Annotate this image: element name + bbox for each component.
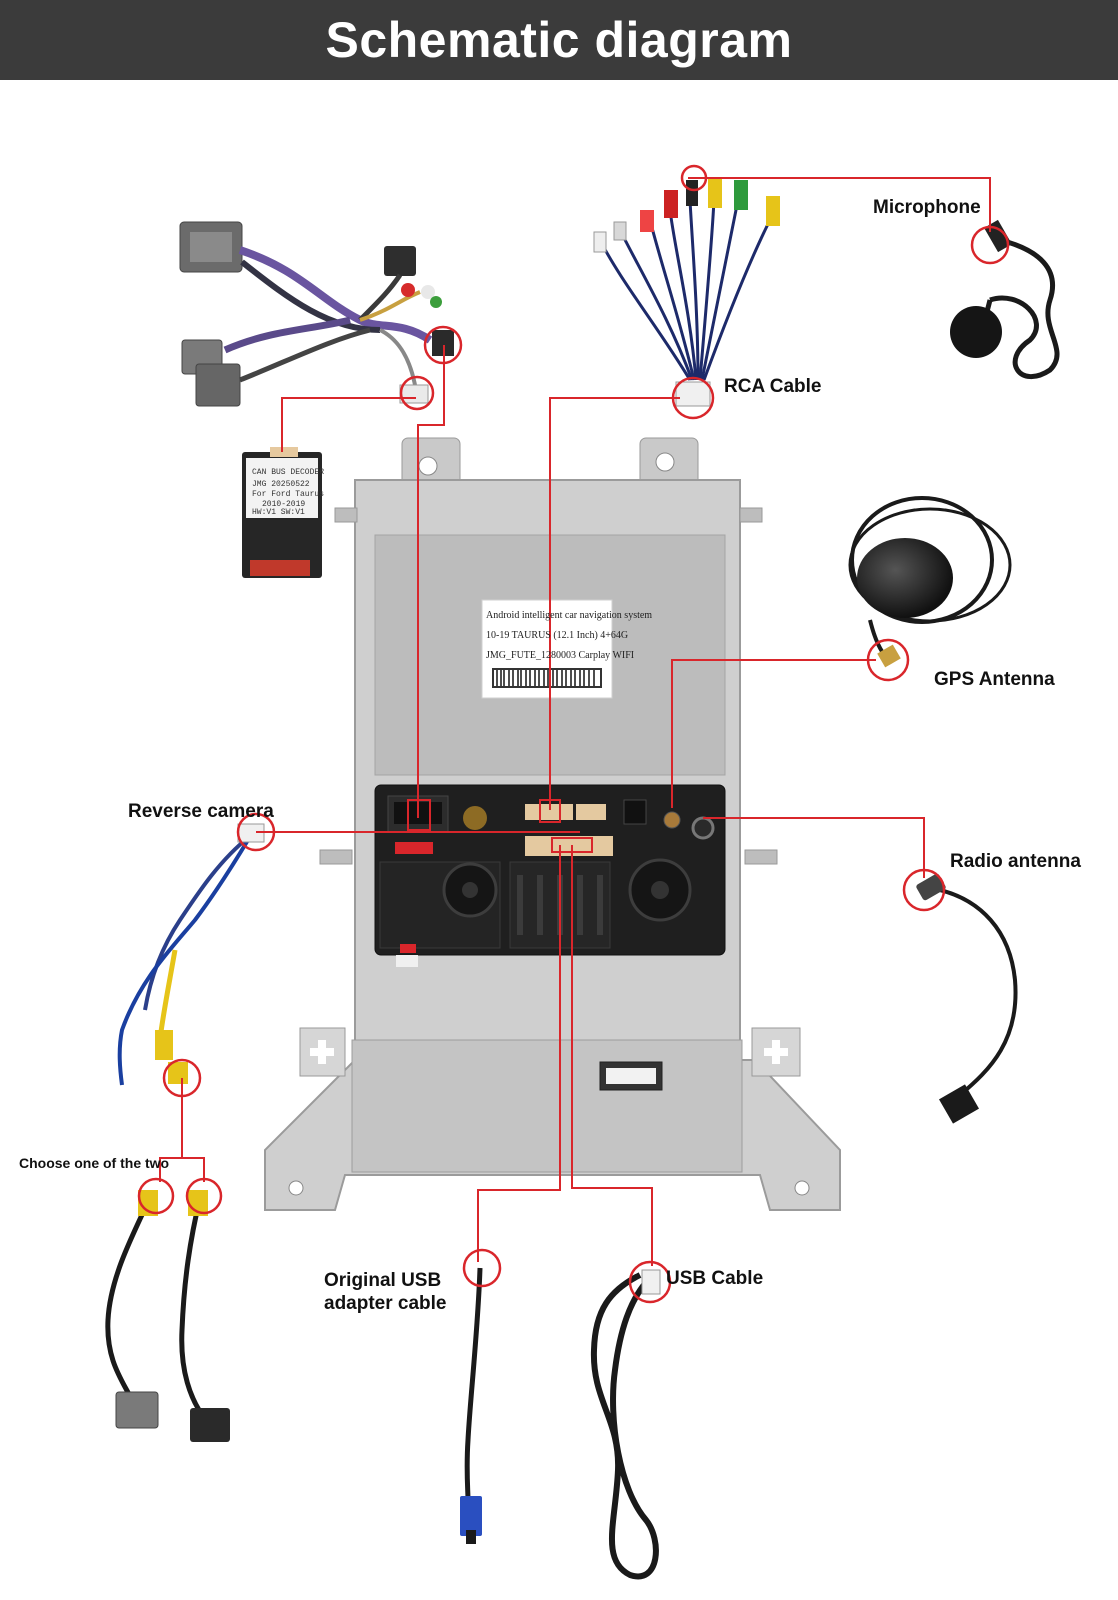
circle-option-b (185, 1177, 223, 1215)
decoder-line-4: 2010-2019 (262, 500, 306, 509)
original-usb-adapter-cable (460, 1267, 483, 1544)
main-power-harness (179, 221, 454, 407)
callout-lines (159, 177, 991, 1266)
label-rca-cable: RCA Cable (724, 376, 822, 397)
label-original-usb-line1: Original USB (324, 1270, 442, 1291)
circle-radio-plug (902, 868, 946, 912)
decoder-line-5: HW:V1 SW:V1 (252, 508, 305, 517)
circle-usb-plug (628, 1260, 672, 1304)
callout-circles (137, 164, 1010, 1304)
label-gps-antenna: GPS Antenna (934, 669, 1055, 690)
callout-gps (671, 659, 876, 808)
sticker-line-1: Android intelligent car navigation syste… (486, 610, 653, 621)
label-radio-antenna: Radio antenna (950, 851, 1081, 872)
label-original-usb-line2: adapter cable (324, 1293, 447, 1314)
label-reverse-camera: Reverse camera (128, 801, 274, 822)
decoder-line-3: For Ford Taurus (252, 490, 325, 499)
callout-microphone (688, 177, 991, 232)
radio-antenna-device (916, 873, 1018, 1124)
callout-camera-split (159, 1078, 183, 1182)
circle-camera-rca (162, 1058, 202, 1098)
label-original-usb: Original USB adapter cable (324, 1269, 447, 1315)
callout-rca (549, 397, 680, 810)
label-usb-cable: USB Cable (666, 1268, 764, 1289)
product-label (481, 599, 613, 699)
circle-original-usb-plug (462, 1248, 502, 1288)
callout-harness (417, 345, 445, 818)
reverse-camera-cable (117, 823, 265, 1086)
callout-usb (571, 845, 653, 1266)
circle-option-a (137, 1177, 175, 1215)
port-highlight-boxes (407, 799, 593, 853)
circle-harness-small (399, 375, 435, 411)
rca-cable-bundle (593, 178, 780, 407)
circle-harness-plug (423, 325, 463, 365)
canbus-decoder (242, 447, 322, 578)
callout-can-decoder (281, 397, 416, 452)
circle-gps-plug (866, 638, 910, 682)
microphone-device (950, 219, 1060, 379)
sticker-line-3: JMG_FUTE_1280003 Carplay WIFI (486, 650, 635, 661)
callout-radio (703, 817, 925, 878)
circle-mic-plug (970, 225, 1010, 265)
page-title: Schematic diagram (325, 12, 793, 68)
callout-original-usb (477, 845, 561, 1262)
decoder-line-2: JMG 20250522 (252, 480, 310, 489)
header-bar: Schematic diagram (0, 0, 1118, 80)
sticker-line-2: 10-19 TAURUS (12.1 Inch) 4+64G (486, 630, 629, 641)
label-microphone: Microphone (873, 197, 981, 218)
usb-cable (590, 1269, 661, 1580)
circle-rca-plug (671, 376, 715, 420)
gps-antenna-device (848, 496, 1012, 668)
camera-option-cables (105, 1190, 230, 1442)
rear-connector-block (374, 784, 726, 967)
decoder-line-1: CAN BUS DECODER (252, 468, 325, 477)
callout-camera-split-b (182, 1157, 205, 1182)
label-choose-one: Choose one of the two (19, 1155, 170, 1171)
circle-reverse-camera-plug (236, 812, 276, 852)
circle-mic-port (680, 164, 708, 192)
